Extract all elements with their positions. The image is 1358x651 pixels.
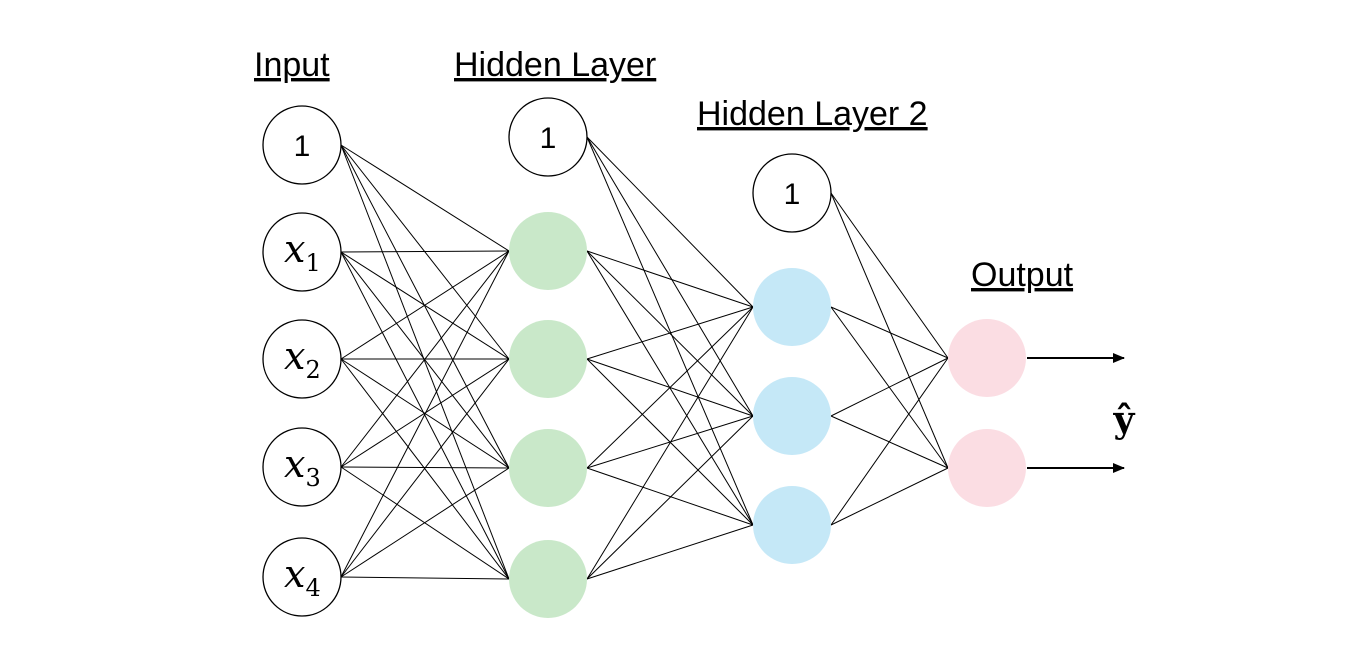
svg-text:x4: x4 <box>284 552 321 602</box>
input-node-x2: x2 <box>262 319 342 399</box>
connection-line <box>586 250 754 308</box>
connection-line <box>586 306 754 469</box>
connection-line <box>340 251 510 580</box>
hidden-layer-1-label: Hidden Layer <box>454 46 656 84</box>
hidden2-neuron <box>753 268 831 346</box>
output-layer-label: Output <box>971 256 1074 294</box>
connection-line <box>340 250 510 253</box>
hidden1-neuron <box>509 320 587 398</box>
connection-line <box>830 357 949 417</box>
connection-line <box>586 136 754 526</box>
connection-line <box>340 144 510 469</box>
input-layer-label: Input <box>254 46 330 84</box>
connection-line <box>586 306 754 360</box>
hidden2-neuron <box>753 377 831 455</box>
hidden1-bias-node: 1 <box>508 97 588 177</box>
input-node-x3: x3 <box>262 427 342 507</box>
hidden-layer-2: 1 <box>752 153 832 564</box>
connections <box>340 136 949 580</box>
hidden2-bias-node: 1 <box>752 153 832 233</box>
hidden1-neuron <box>509 429 587 507</box>
svg-text:x3: x3 <box>284 442 321 492</box>
y-hat-label: ŷ <box>1113 399 1136 441</box>
input-bias-node: 1 <box>262 105 342 185</box>
output-neuron <box>948 319 1026 397</box>
input-node-x1: x1 <box>262 212 342 292</box>
connection-line <box>586 415 754 580</box>
connection-line <box>586 136 754 308</box>
svg-text:x1: x1 <box>284 227 321 277</box>
input-node-sub: 3 <box>305 464 320 492</box>
input-layer: 1 x1 x2 x3 x4 <box>262 105 342 617</box>
connection-line <box>830 192 949 469</box>
hidden2-bias-label: 1 <box>784 178 801 211</box>
input-node-sub: 1 <box>305 249 320 277</box>
connection-line <box>340 358 510 580</box>
connection-line <box>340 467 510 578</box>
hidden-layer-2-label: Hidden Layer 2 <box>697 95 928 133</box>
connection-line <box>586 306 754 580</box>
connection-line <box>340 576 510 580</box>
connection-line <box>586 467 754 526</box>
input-node-x4: x4 <box>262 537 342 617</box>
connection-line <box>830 306 949 359</box>
input-node-sub: 2 <box>305 356 320 384</box>
svg-text:x2: x2 <box>284 334 321 384</box>
input-node-sub: 4 <box>305 574 320 602</box>
input-node-var: x <box>284 227 305 271</box>
hidden2-neuron <box>753 486 831 564</box>
input-node-var: x <box>284 552 305 596</box>
output-neuron <box>948 429 1026 507</box>
connection-line <box>340 250 510 578</box>
connection-line <box>586 136 754 417</box>
hidden1-bias-label: 1 <box>540 122 557 155</box>
hidden1-neuron <box>509 540 587 618</box>
connection-line <box>340 358 510 578</box>
connection-line <box>340 144 510 252</box>
connection-line <box>830 357 949 526</box>
connection-line <box>586 415 754 469</box>
connection-line <box>340 251 510 469</box>
connection-line <box>340 250 510 468</box>
output-layer <box>948 319 1026 507</box>
input-node-var: x <box>284 334 305 378</box>
connection-line <box>586 524 754 580</box>
hidden-layer-1: 1 <box>508 97 588 618</box>
connection-line <box>830 192 949 359</box>
input-bias-label: 1 <box>294 130 311 163</box>
connection-line <box>830 467 949 526</box>
hidden1-neuron <box>509 212 587 290</box>
connection-line <box>340 250 510 360</box>
input-node-var: x <box>284 442 305 486</box>
connection-line <box>340 144 510 580</box>
